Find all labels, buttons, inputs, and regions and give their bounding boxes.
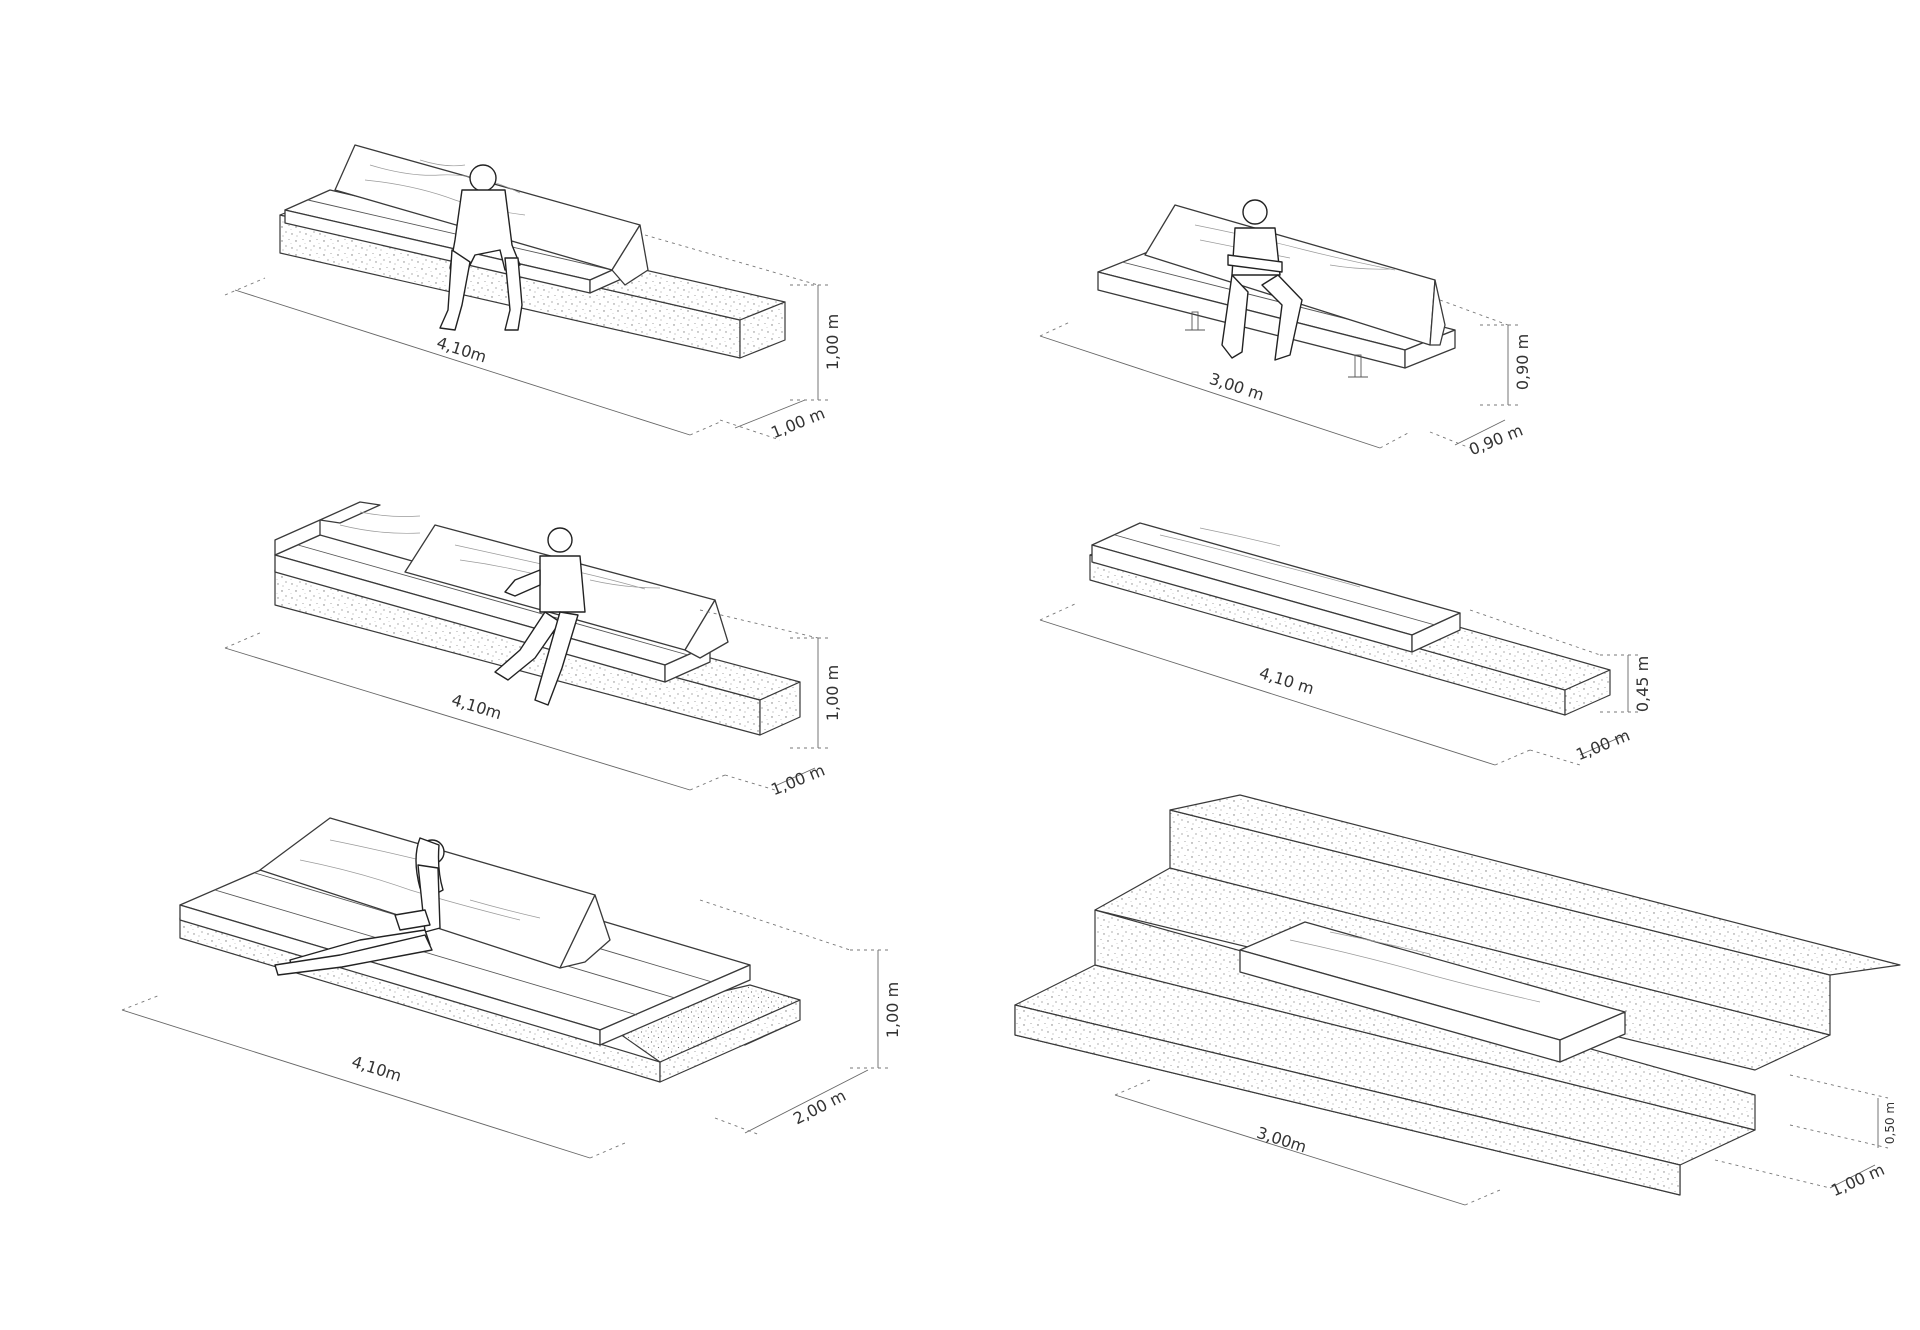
- bench-module-2: 3,00 m 0,90 m 0,90 m: [1039, 199, 1532, 460]
- bench-module-4: 4,10 m 0,45 m 1,00 m: [1039, 522, 1652, 766]
- bench-module-5: 4,10m 1,00 m 2,00 m: [121, 817, 902, 1159]
- dim-line-length: [121, 1009, 591, 1159]
- dim-label-depth: 1,00 m: [1828, 1160, 1887, 1200]
- dim-label-length: 3,00m: [1254, 1123, 1309, 1157]
- dim-label-length: 4,10 m: [1257, 663, 1316, 698]
- dim-label-depth: 1,00 m: [768, 761, 827, 800]
- dim-line-length: [234, 289, 691, 436]
- dim-label-length: 4,10m: [349, 1052, 404, 1086]
- seated-person-2: [1221, 199, 1303, 361]
- dim-label-height: 1,00 m: [823, 314, 842, 370]
- dim-label-length: 4,10m: [449, 690, 504, 723]
- dim-label-height: 1,00 m: [823, 665, 842, 721]
- dim-line-length: [1114, 1094, 1466, 1206]
- seated-person-3: [494, 527, 586, 706]
- bench-module-1: 4,10m 1,00 m 1,00 m: [224, 144, 842, 443]
- dim-line-length: [1039, 619, 1496, 766]
- dim-label-length: 3,00 m: [1207, 369, 1266, 404]
- dim-label-height: 1,00 m: [883, 982, 902, 1038]
- reclining-person: [274, 837, 445, 976]
- dim-label-height: 0,50 m: [1883, 1102, 1897, 1144]
- seated-person-1: [439, 164, 523, 331]
- dim-label-depth: 1,00 m: [1573, 726, 1632, 765]
- dim-label-depth: 2,00 m: [790, 1086, 849, 1128]
- bench-module-3: 4,10m 1,00 m 1,00 m: [224, 501, 842, 800]
- step-bench-module: 3,00m 0,50 m 1,00 m: [1014, 794, 1901, 1206]
- dim-label-depth: 1,00 m: [768, 404, 827, 443]
- dim-line-length: [224, 647, 691, 791]
- dim-label-length: 4,10m: [434, 333, 489, 367]
- ground-plane: [1014, 1004, 1681, 1196]
- dim-label-height: 0,90 m: [1513, 334, 1532, 390]
- dim-label-depth: 0,90 m: [1466, 421, 1525, 460]
- dim-line-length: [1039, 335, 1381, 449]
- dim-label-height: 0,45 m: [1633, 656, 1652, 712]
